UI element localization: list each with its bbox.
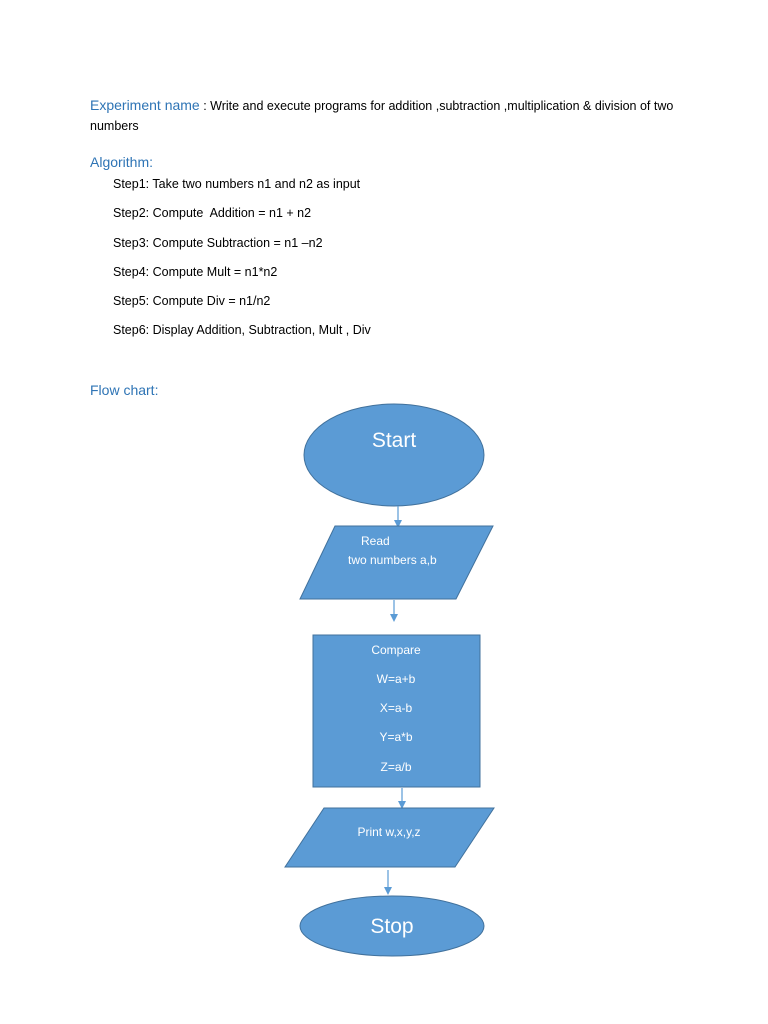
algorithm-heading-text: Algorithm — [90, 154, 150, 170]
algorithm-heading: Algorithm: — [90, 154, 153, 170]
stop-label: Stop — [370, 915, 413, 938]
y-expression: Y=a*b — [379, 730, 412, 744]
compute-process-box — [312, 634, 481, 788]
algorithm-step-2: Step2: Compute Addition = n1 + n2 — [113, 206, 312, 220]
z-expression: Z=a/b — [380, 760, 411, 774]
read-line-1: Read — [361, 534, 390, 548]
algorithm-heading-colon: : — [149, 154, 154, 170]
experiment-name-label: Experiment name — [90, 97, 200, 113]
stop-terminal — [299, 895, 485, 957]
experiment-separator: : — [199, 99, 211, 113]
print-label: Print w,x,y,z — [357, 825, 420, 839]
x-expression: X=a-b — [380, 701, 413, 715]
flow-chart-heading: Flow chart: — [90, 382, 159, 398]
algorithm-step-6: Step6: Display Addition, Subtraction, Mu… — [113, 323, 371, 337]
algorithm-step-4: Step4: Compute Mult = n1*n2 — [113, 265, 278, 279]
start-label: Start — [372, 429, 417, 452]
w-expression: W=a+b — [377, 672, 416, 686]
experiment-description: Write and execute programs for addition … — [90, 99, 674, 133]
experiment-name-line: Experiment name : Write and execute prog… — [90, 95, 700, 136]
start-terminal — [303, 403, 485, 507]
print-output-parallelogram — [284, 807, 495, 868]
read-line-2: two numbers a,b — [348, 553, 437, 567]
read-input-parallelogram — [299, 525, 494, 600]
algorithm-step-3: Step3: Compute Subtraction = n1 –n2 — [113, 236, 323, 250]
algorithm-step-1: Step1: Take two numbers n1 and n2 as inp… — [113, 177, 361, 191]
compare-label: Compare — [371, 643, 421, 657]
algorithm-step-5: Step5: Compute Div = n1/n2 — [113, 294, 271, 308]
